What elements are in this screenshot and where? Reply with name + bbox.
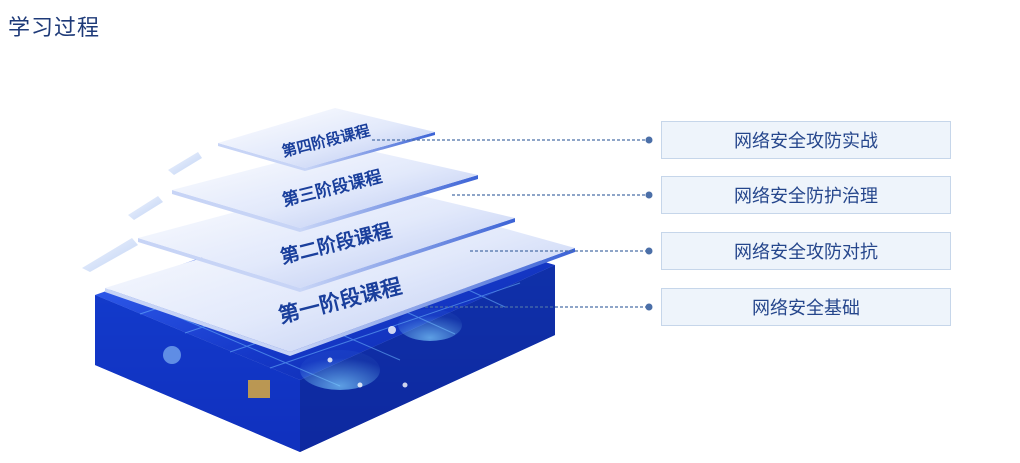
shield-dome-icon: [300, 350, 380, 390]
stage-2-layer: 第二阶段课程: [138, 180, 515, 292]
stage-4-description: 网络安全攻防实战: [734, 131, 878, 152]
connector-dot: [645, 191, 653, 199]
stage-1-description: 网络安全基础: [752, 298, 860, 319]
connector-dot: [645, 247, 653, 255]
connector-dot: [645, 303, 653, 311]
stage-4-description-box: 网络安全攻防实战: [661, 121, 951, 159]
stage-3-description-box: 网络安全防护治理: [661, 176, 951, 214]
ghost-plates: [82, 152, 202, 272]
stage-3-description: 网络安全防护治理: [734, 186, 878, 207]
page-title: 学习过程: [8, 16, 101, 41]
stage-3-layer: 第三阶段课程: [172, 145, 478, 232]
stage-2-description-box: 网络安全攻防对抗: [661, 232, 951, 270]
shield-dome-icon: [398, 309, 462, 341]
stage-2-description: 网络安全攻防对抗: [734, 242, 878, 263]
server-node-icon: [163, 346, 181, 364]
stage-4-layer: 第四阶段课程: [218, 108, 435, 171]
connector-lines: [372, 139, 647, 308]
person-icon: [388, 326, 396, 334]
stage-1-description-box: 网络安全基础: [661, 288, 951, 326]
badge-icon: [248, 380, 270, 398]
connector-dot: [645, 136, 653, 144]
